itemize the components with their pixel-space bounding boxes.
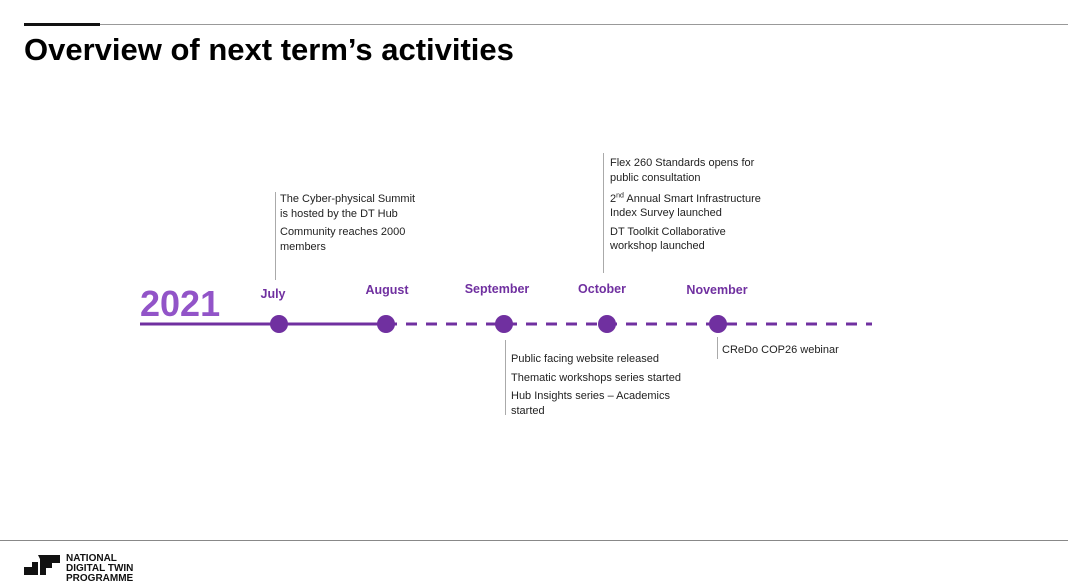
month-label-october: October xyxy=(578,282,626,296)
ndtp-logo-icon xyxy=(24,555,60,575)
notes-september: Public facing website released Thematic … xyxy=(511,352,711,422)
note: Flex 260 Standards opens for public cons… xyxy=(610,157,755,184)
milestone-dot-september[interactable] xyxy=(495,315,513,333)
note: Thematic workshops series started xyxy=(511,371,681,384)
header-divider xyxy=(100,24,1068,25)
connector-line xyxy=(603,153,604,273)
note: Hub Insights series – Academics started xyxy=(511,390,670,417)
header-accent-bar xyxy=(24,23,100,26)
notes-october: Flex 260 Standards opens for public cons… xyxy=(610,156,782,258)
milestone-dot-august[interactable] xyxy=(377,315,395,333)
note: CReDo COP26 webinar xyxy=(722,344,839,356)
page-title: Overview of next term’s activities xyxy=(24,32,514,67)
month-label-november: November xyxy=(686,283,748,297)
footer-logo-text: NATIONAL DIGITAL TWIN PROGRAMME xyxy=(66,553,134,584)
connector-line xyxy=(505,340,506,415)
note: DT Toolkit Collaborative workshop launch… xyxy=(610,225,726,253)
milestone-dot-october[interactable] xyxy=(598,315,616,333)
note: The Cyber-physical Summit is hosted by t… xyxy=(280,193,416,220)
note: Community reaches 2000 members xyxy=(280,226,406,253)
month-label-august: August xyxy=(365,283,409,297)
milestone-dot-july[interactable] xyxy=(270,315,288,333)
timeline-year: 2021 xyxy=(140,283,221,324)
month-label-september: September xyxy=(464,282,530,296)
notes-november: CReDo COP26 webinar xyxy=(722,343,839,362)
notes-july: The Cyber-physical Summit is hosted by t… xyxy=(280,192,420,258)
milestone-dot-november[interactable] xyxy=(709,315,727,333)
note: Public facing website released xyxy=(511,353,659,365)
connector-line xyxy=(275,192,276,280)
connector-line xyxy=(717,337,718,359)
note: 2nd Annual Smart Infrastructure Index Su… xyxy=(610,192,761,220)
month-label-july: July xyxy=(260,287,286,301)
footer-divider xyxy=(0,540,1068,541)
